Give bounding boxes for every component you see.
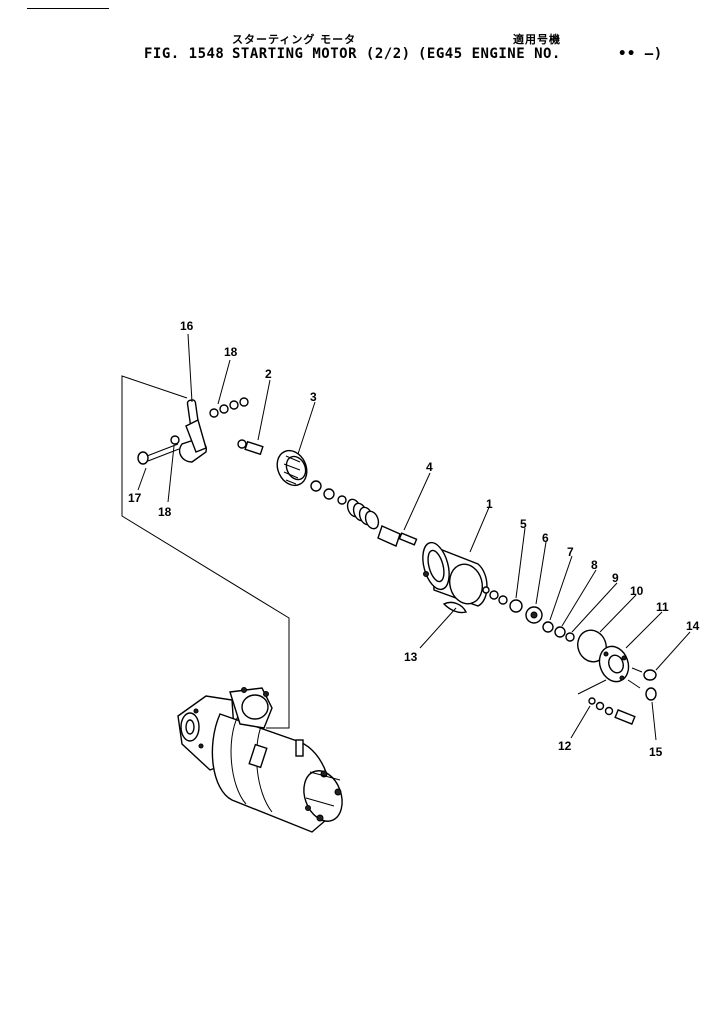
callout-8: 8 [591,558,598,572]
callout-1: 1 [486,497,493,511]
figure-title: STARTING MOTOR (2/2) [232,46,411,62]
ring [482,586,490,594]
callout-15: 15 [649,745,663,759]
part-13-clip [442,601,468,614]
spring [346,498,380,530]
callout-13: 13 [404,650,418,664]
applicable-label-japanese: 適用号機 [513,33,561,46]
ring [498,595,508,605]
title-japanese: スターティング モータ [232,33,357,46]
callout-17: 17 [128,491,142,505]
callout-9: 9 [612,571,619,585]
callout-14: 14 [686,619,700,633]
callout-18-lower: 18 [158,505,172,519]
callout-11: 11 [656,600,669,614]
part-2-bolt [237,439,264,456]
part-15-cap [645,687,657,701]
part-6-gear-center [530,611,538,619]
callout-2: 2 [265,367,272,381]
callout-10: 10 [630,584,644,598]
figure-number: FIG. 1548 [144,46,225,62]
callout-3: 3 [310,390,317,404]
callout-4: 4 [426,460,433,474]
leader-lines [137,333,691,741]
part-5-washer [509,599,523,613]
callout-5: 5 [520,517,527,531]
shift-lever-group [137,397,249,465]
serial-range: •• —) [618,46,663,62]
starting-motor-assembly [177,687,343,833]
registration-line [27,8,109,9]
ring [489,590,499,600]
callout-12: 12 [558,739,572,753]
part-3-pinion [276,449,347,505]
frame-line [121,375,290,729]
callout-numbers: 1 2 3 4 5 6 7 8 9 10 11 12 13 14 15 16 1… [128,319,700,759]
part-4-plunger [377,525,418,547]
part-10-o-ring [577,629,607,663]
part-12-screws [577,679,636,725]
part-1-housing [422,541,488,607]
callout-7: 7 [567,545,574,559]
part-8-ring [554,626,566,638]
part-14-cap [643,669,657,681]
part-9-ring [565,632,575,642]
callout-18-upper: 18 [224,345,238,359]
part-11-cover [598,645,643,689]
part-7-ring [542,621,554,633]
callout-6: 6 [542,531,549,545]
callout-16: 16 [180,319,194,333]
applicability-label: (EG45 ENGINE NO. [418,46,561,62]
